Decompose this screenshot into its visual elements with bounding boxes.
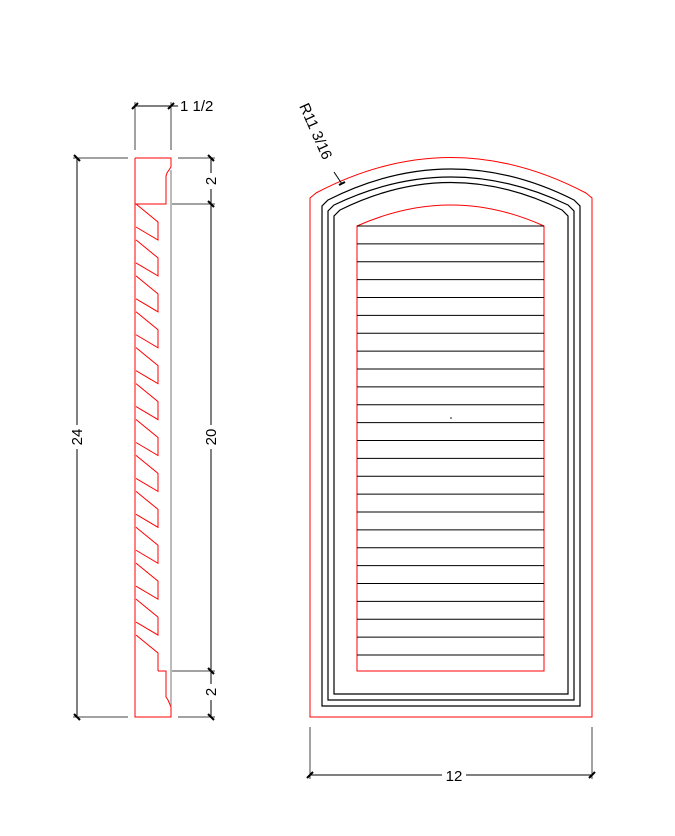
frame-middle — [327, 176, 575, 701]
dimension-depth-label: 1 1/2 — [180, 98, 213, 115]
profile-slat — [135, 598, 159, 636]
dimension-width: 12 — [306, 727, 596, 785]
profile-slat — [135, 239, 159, 277]
frame-outer — [321, 168, 581, 707]
profile-slats — [135, 203, 159, 671]
profile-slat — [135, 419, 159, 457]
frame-inner — [333, 181, 569, 695]
dimension-radius-label: R11 3/16 — [295, 101, 335, 163]
profile-slat — [135, 634, 159, 671]
profile-slat — [135, 562, 159, 601]
profile-slat — [135, 526, 159, 565]
dimension-depth: 1 1/2 — [131, 98, 213, 150]
dimension-louver-height-label: 20 — [203, 429, 220, 446]
louvers — [357, 225, 544, 656]
dimension-bottom-rail-label: 2 — [203, 688, 220, 696]
profile-slat — [135, 347, 159, 385]
profile-slat — [135, 455, 159, 493]
profile-slat — [135, 311, 159, 349]
profile-slat — [135, 383, 159, 421]
dimension-overall-height: 24 — [69, 154, 128, 721]
dimension-radius: R11 3/16 — [295, 101, 346, 186]
profile-slat — [135, 203, 159, 241]
dimension-rails: 2 20 2 — [172, 154, 220, 721]
dimension-width-label: 12 — [446, 768, 463, 785]
louver-panel — [356, 204, 545, 672]
profile-outline — [134, 157, 172, 718]
profile-slat — [135, 490, 159, 529]
dimension-top-rail-label: 2 — [203, 177, 220, 185]
dimension-overall-height-label: 24 — [69, 429, 86, 446]
center-point — [450, 417, 452, 419]
side-profile — [134, 157, 172, 718]
outer-outline — [309, 157, 593, 718]
profile-slat — [135, 275, 159, 313]
front-elevation — [309, 157, 593, 718]
